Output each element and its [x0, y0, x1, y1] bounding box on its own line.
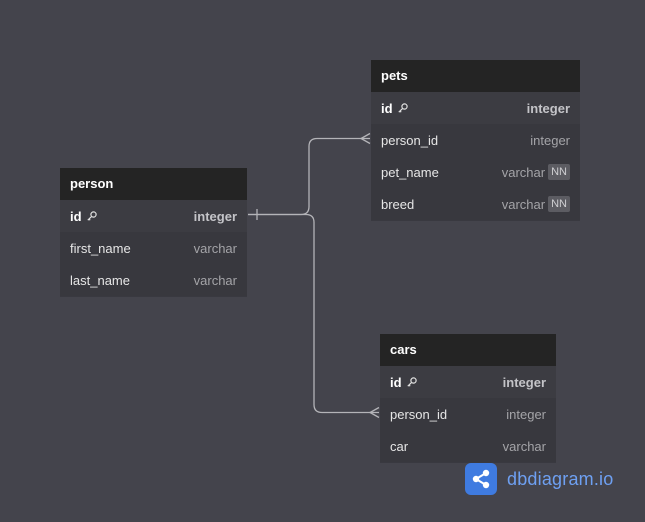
relation-person-pets[interactable] — [248, 137, 370, 216]
field-name: id — [381, 100, 393, 116]
field-name: id — [390, 374, 402, 390]
field-name: person_id — [390, 406, 448, 422]
field-row-person-id[interactable]: person_id integer — [371, 124, 580, 156]
brand-watermark[interactable]: dbdiagram.io — [465, 463, 613, 495]
field-row-id[interactable]: id integer — [60, 200, 247, 232]
many-marker-pets — [359, 132, 371, 145]
field-name: person_id — [381, 132, 439, 148]
relation-person-cars[interactable] — [248, 213, 379, 414]
field-name: pet_name — [381, 164, 439, 180]
field-type: varchar — [502, 438, 546, 454]
field-row-person-id[interactable]: person_id integer — [380, 398, 556, 430]
field-row-first-name[interactable]: first_name varchar — [60, 232, 247, 264]
share-icon — [465, 463, 497, 495]
many-marker-cars — [368, 406, 380, 419]
key-icon — [86, 210, 98, 222]
key-icon — [406, 376, 418, 388]
field-type: varchar — [193, 240, 237, 256]
brand-name: dbdiagram.io — [507, 468, 614, 489]
field-name: last_name — [70, 272, 130, 288]
field-type: integer — [526, 100, 570, 116]
field-row-breed[interactable]: breed varchar NN — [371, 188, 580, 220]
table-pets[interactable]: pets id integer person_id integer pet_na… — [371, 60, 580, 220]
field-type: varchar — [501, 164, 546, 180]
key-icon — [397, 102, 409, 114]
field-row-id[interactable]: id integer — [380, 366, 556, 398]
field-type: integer — [193, 208, 237, 224]
field-row-car[interactable]: car varchar — [380, 430, 556, 462]
field-name: id — [70, 208, 82, 224]
table-header[interactable]: pets — [371, 60, 580, 92]
field-row-id[interactable]: id integer — [371, 92, 580, 124]
field-type: varchar — [193, 272, 237, 288]
field-type: integer — [502, 374, 546, 390]
field-row-pet-name[interactable]: pet_name varchar NN — [371, 156, 580, 188]
table-cars[interactable]: cars id integer person_id integer car — [380, 334, 556, 462]
field-type: integer — [530, 132, 570, 148]
field-type: varchar — [501, 196, 546, 212]
table-person[interactable]: person id integer first_name varchar las… — [60, 168, 247, 296]
field-name: first_name — [70, 240, 131, 256]
table-header[interactable]: cars — [380, 334, 556, 366]
field-name: car — [390, 438, 409, 454]
field-name: breed — [381, 196, 415, 212]
table-header[interactable]: person — [60, 168, 247, 200]
field-row-last-name[interactable]: last_name varchar — [60, 264, 247, 296]
not-null-badge: NN — [548, 196, 570, 212]
not-null-badge: NN — [548, 164, 570, 180]
field-type: integer — [506, 406, 546, 422]
